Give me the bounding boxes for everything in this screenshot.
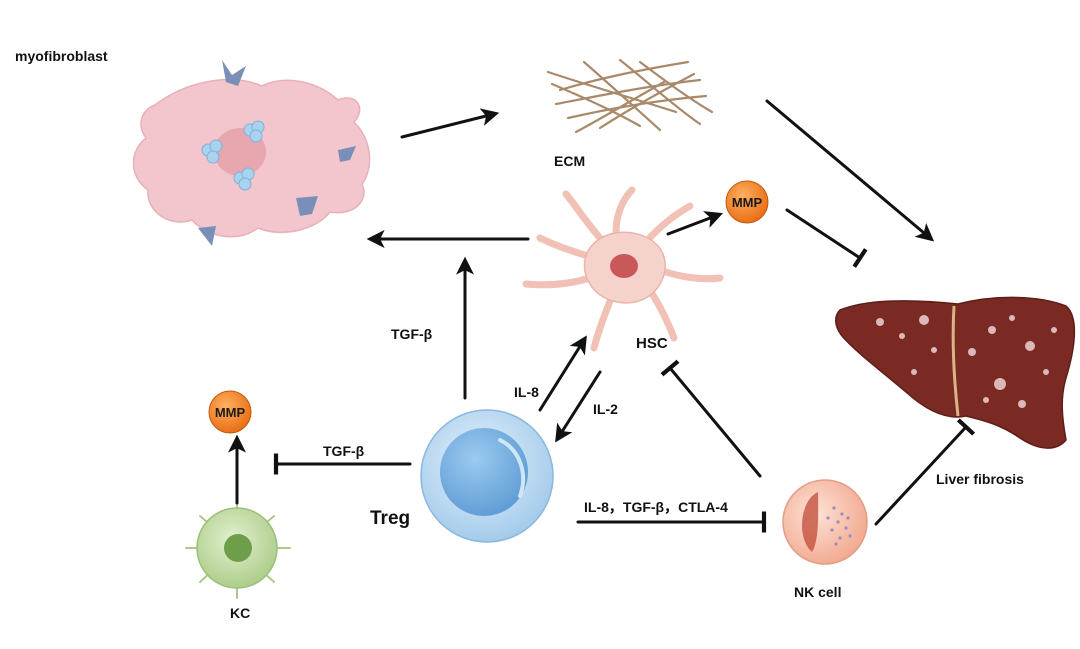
arrow-myofibroblast-to-ecm [400,108,500,139]
treg-label: Treg [370,508,411,529]
kc-label: KC [230,605,251,621]
tgfb-up-label: TGF-β [391,326,433,342]
mmp-kc-icon: MMP [208,390,252,434]
mmp-kc-label: MMP [215,405,246,420]
il8-label: IL-8 [514,384,539,400]
liver-fibrosis-label: Liver fibrosis [936,471,1024,487]
ecm-label: ECM [554,153,586,169]
arrow-hsc-il2-to-treg [555,370,602,443]
ecm-fibers-icon [546,58,714,134]
inhibit-nk-to-liver [874,418,976,526]
myofibroblast-cell-icon [132,60,371,246]
nk-signals-label: IL-8，TGF-β，CTLA-4 [584,499,728,515]
fibrotic-liver-icon [835,296,1076,449]
treg-cell-icon [420,409,554,543]
nk-cell-label: NK cell [794,584,842,600]
il2-label: IL-2 [593,401,618,417]
tgfb-left-label: TGF-β [323,443,365,459]
mmp-hsc-label: MMP [732,195,763,210]
inhibit-nk-to-hsc [660,359,762,478]
mmp-hsc-icon: MMP [725,180,769,224]
arrow-hsc-to-mmp [666,211,724,236]
myofibroblast-label: myofibroblast [15,48,108,64]
hepatic-stellate-cell-icon [522,186,724,352]
hsc-label: HSC [636,335,668,352]
arrow-ecm-to-liver [765,99,935,242]
kupffer-cell-icon [185,499,291,599]
arrow-treg-il8-to-hsc [538,335,587,412]
inhibit-mmp-to-liver [785,208,868,268]
nk-cell-icon [782,479,868,565]
